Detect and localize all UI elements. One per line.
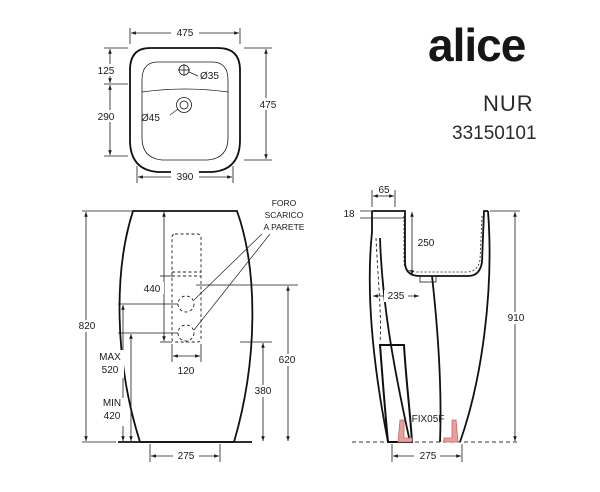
dim-depth: 475 — [260, 100, 277, 111]
pedestal-front-outline — [118, 210, 254, 443]
top-view: 475 390 475 125 290 Ø35 Ø45 — [96, 26, 280, 183]
dim-250: 250 — [418, 238, 435, 249]
label-drain-hole: Ø45 — [141, 113, 160, 124]
model-name: NUR — [483, 91, 534, 116]
dim-120: 120 — [178, 366, 195, 377]
max-value: 520 — [102, 365, 119, 376]
dim-620: 620 — [279, 355, 296, 366]
min-value: 420 — [104, 411, 121, 422]
rear-recess — [171, 233, 202, 343]
dim-offset-drain: 290 — [98, 112, 115, 123]
dim-235: 235 — [388, 291, 405, 302]
dim-910: 910 — [508, 313, 525, 324]
fixing-brackets — [397, 419, 459, 443]
side-drain — [419, 275, 437, 283]
bowl-ledge — [141, 88, 229, 93]
wall-drain-max — [177, 295, 195, 313]
dim-820: 820 — [79, 321, 96, 332]
side-front-column — [431, 275, 442, 443]
basin-top-outline — [129, 47, 241, 173]
side-bowl-outline — [372, 210, 488, 277]
side-rear-profile — [368, 211, 389, 443]
note-line-2: SCARICO — [265, 210, 304, 220]
dim-275-front: 275 — [178, 451, 195, 462]
drain-hole — [176, 97, 192, 113]
dim-440: 440 — [144, 284, 161, 295]
dim-width-top: 475 — [177, 28, 194, 39]
label-tap-hole: Ø35 — [200, 71, 219, 82]
dim-18: 18 — [343, 209, 355, 220]
basin-inner-bowl — [141, 61, 229, 161]
front-view: FORO SCARICO A PARETE 440 120 820 MAX 52… — [76, 198, 305, 462]
dim-380: 380 — [255, 386, 272, 397]
wall-drain-min — [177, 324, 195, 342]
min-label: MIN — [103, 398, 121, 409]
note-line-3: A PARETE — [264, 222, 305, 232]
brand-logo: alice — [428, 19, 526, 71]
dim-275-side: 275 — [420, 451, 437, 462]
dim-offset-tap: 125 — [98, 66, 115, 77]
dim-65: 65 — [378, 185, 390, 196]
side-view: FIX05F 65 18 250 235 910 275 — [343, 185, 528, 462]
product-code: 33150101 — [452, 123, 537, 144]
label-fixing: FIX05F — [412, 414, 445, 425]
dim-width-bottom: 390 — [177, 172, 194, 183]
note-line-1: FORO — [272, 198, 297, 208]
max-label: MAX — [99, 352, 121, 363]
